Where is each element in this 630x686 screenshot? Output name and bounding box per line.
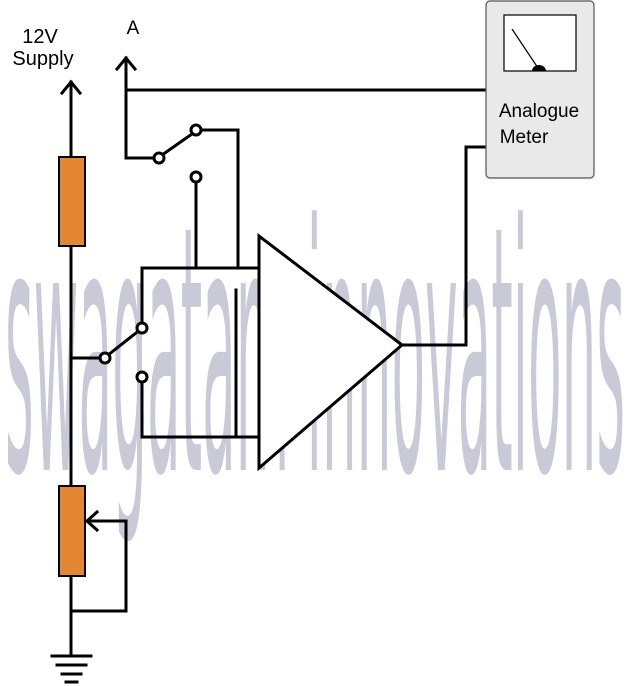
upper-switch — [124, 88, 240, 270]
potentiometer — [58, 485, 128, 613]
supply-label: Supply — [12, 48, 73, 70]
lower-switch — [69, 266, 262, 439]
potentiometer-body — [58, 485, 86, 577]
meter-needle — [511, 28, 539, 69]
op-amp-output-wire — [400, 145, 488, 347]
lower-switch-terminal-2 — [135, 370, 149, 384]
upper-switch-terminal-1 — [189, 123, 203, 137]
supply-voltage-label: 12V — [22, 26, 58, 48]
op-amp-triangle — [257, 232, 405, 472]
meter-pivot — [532, 65, 546, 71]
meter-face — [503, 14, 577, 72]
upper-switch-common-terminal — [152, 151, 166, 165]
output-a-label: A — [127, 18, 140, 39]
meter-label-line2: Meter — [500, 127, 549, 148]
fixed-resistor — [58, 156, 86, 247]
meter-label-line1: Analogue — [499, 101, 579, 122]
output-a-line — [114, 55, 488, 92]
ground-symbol — [50, 654, 93, 684]
analogue-meter: Analogue Meter — [485, 0, 595, 179]
lower-switch-common-terminal — [98, 351, 112, 365]
lower-switch-terminal-1 — [135, 321, 149, 335]
upper-switch-terminal-2 — [189, 170, 203, 184]
